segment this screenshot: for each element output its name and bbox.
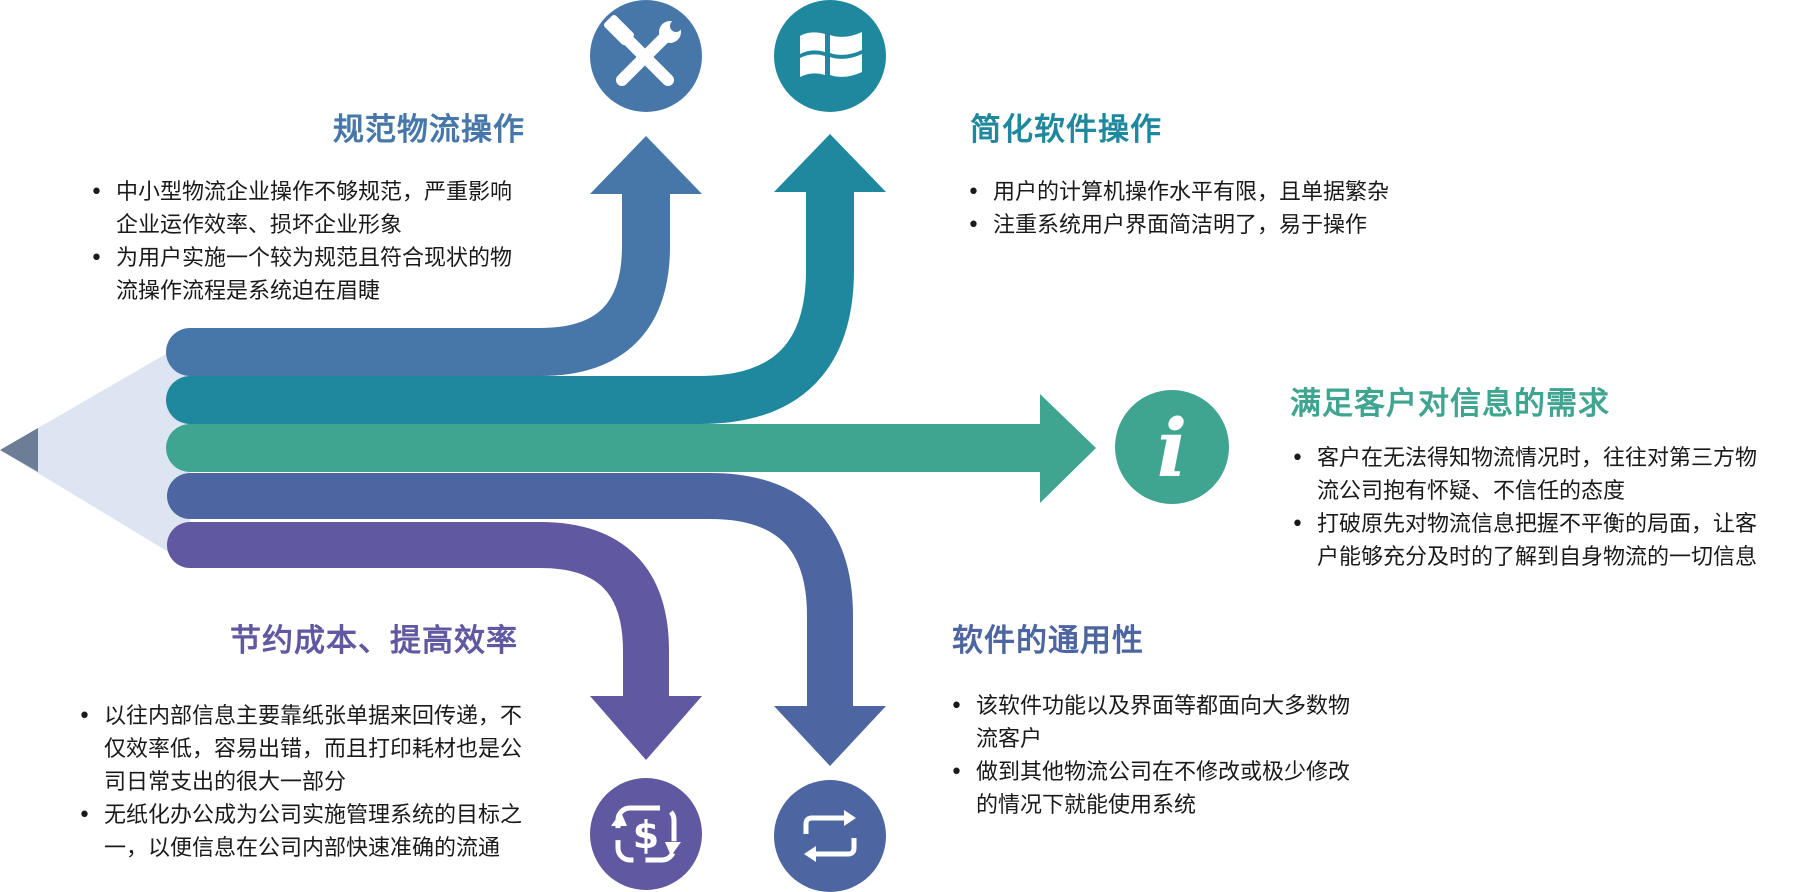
bullet-standardize-1: 中小型物流企业操作不够规范，严重影响 企业运作效率、损坏企业形象 [85, 176, 545, 242]
title-simplify: 简化软件操作 [970, 112, 1162, 148]
bullet-universality-2: 做到其他物流公司在不修改或极少修改 的情况下就能使用系统 [945, 756, 1405, 822]
bullet-standardize-2: 为用户实施一个较为规范且符合现状的物 流操作流程是系统迫在眉睫 [85, 242, 545, 308]
bullet-information-1: 客户在无法得知物流情况时，往往对第三方物 流公司抱有怀疑、不信任的态度 [1286, 442, 1786, 508]
arrow-universality [167, 473, 853, 733]
bullets-simplify: 用户的计算机操作水平有限，且单据繁杂 注重系统用户界面简洁明了，易于操作 [962, 176, 1422, 242]
dollar-cycle-icon: $ [590, 778, 702, 890]
info-icon: i [1115, 390, 1229, 504]
bullet-universality-1: 该软件功能以及界面等都面向大多数物 流客户 [945, 690, 1405, 756]
arrow-standardize [166, 164, 670, 376]
arrowhead-universality [774, 706, 886, 766]
pencil-wood [0, 340, 190, 565]
arrow-cost [167, 522, 669, 723]
title-information: 满足客户对信息的需求 [1290, 386, 1610, 422]
swap-arrows-icon [774, 780, 886, 892]
title-universality: 软件的通用性 [952, 623, 1144, 659]
bullets-cost: 以往内部信息主要靠纸张单据来回传递，不 仅效率低，容易出错，而且打印耗材也是公 … [73, 700, 593, 865]
bullet-simplify-1: 用户的计算机操作水平有限，且单据繁杂 [962, 176, 1422, 209]
dollar-glyph: $ [633, 813, 659, 857]
bullet-cost-1: 以往内部信息主要靠纸张单据来回传递，不 仅效率低，容易出错，而且打印耗材也是公 … [73, 700, 593, 799]
bullets-universality: 该软件功能以及界面等都面向大多数物 流客户 做到其他物流公司在不修改或极少修改 … [945, 690, 1405, 822]
bullet-cost-2: 无纸化办公成为公司实施管理系统的目标之 一，以便信息在公司内部快速准确的流通 [73, 799, 593, 865]
title-standardize: 规范物流操作 [333, 112, 525, 148]
bullet-simplify-2: 注重系统用户界面简洁明了，易于操作 [962, 209, 1422, 242]
arrowhead-information [1040, 394, 1096, 503]
bullets-standardize: 中小型物流企业操作不够规范，严重影响 企业运作效率、损坏企业形象 为用户实施一个… [85, 176, 545, 308]
bullet-information-2: 打破原先对物流信息把握不平衡的局面，让客 户能够充分及时的了解到自身物流的一切信… [1286, 508, 1786, 574]
tools-icon [590, 0, 702, 112]
arrowhead-simplify [774, 134, 886, 192]
arrowhead-cost [590, 696, 702, 760]
windows-logo-icon [774, 0, 886, 112]
pencil-tip [0, 428, 38, 472]
arrowhead-standardize [590, 136, 702, 194]
title-cost: 节约成本、提高效率 [230, 623, 518, 659]
info-icon-glyph: i [1157, 401, 1187, 495]
bullets-information: 客户在无法得知物流情况时，往往对第三方物 流公司抱有怀疑、不信任的态度 打破原先… [1286, 442, 1786, 574]
arrow-simplify [166, 162, 854, 424]
